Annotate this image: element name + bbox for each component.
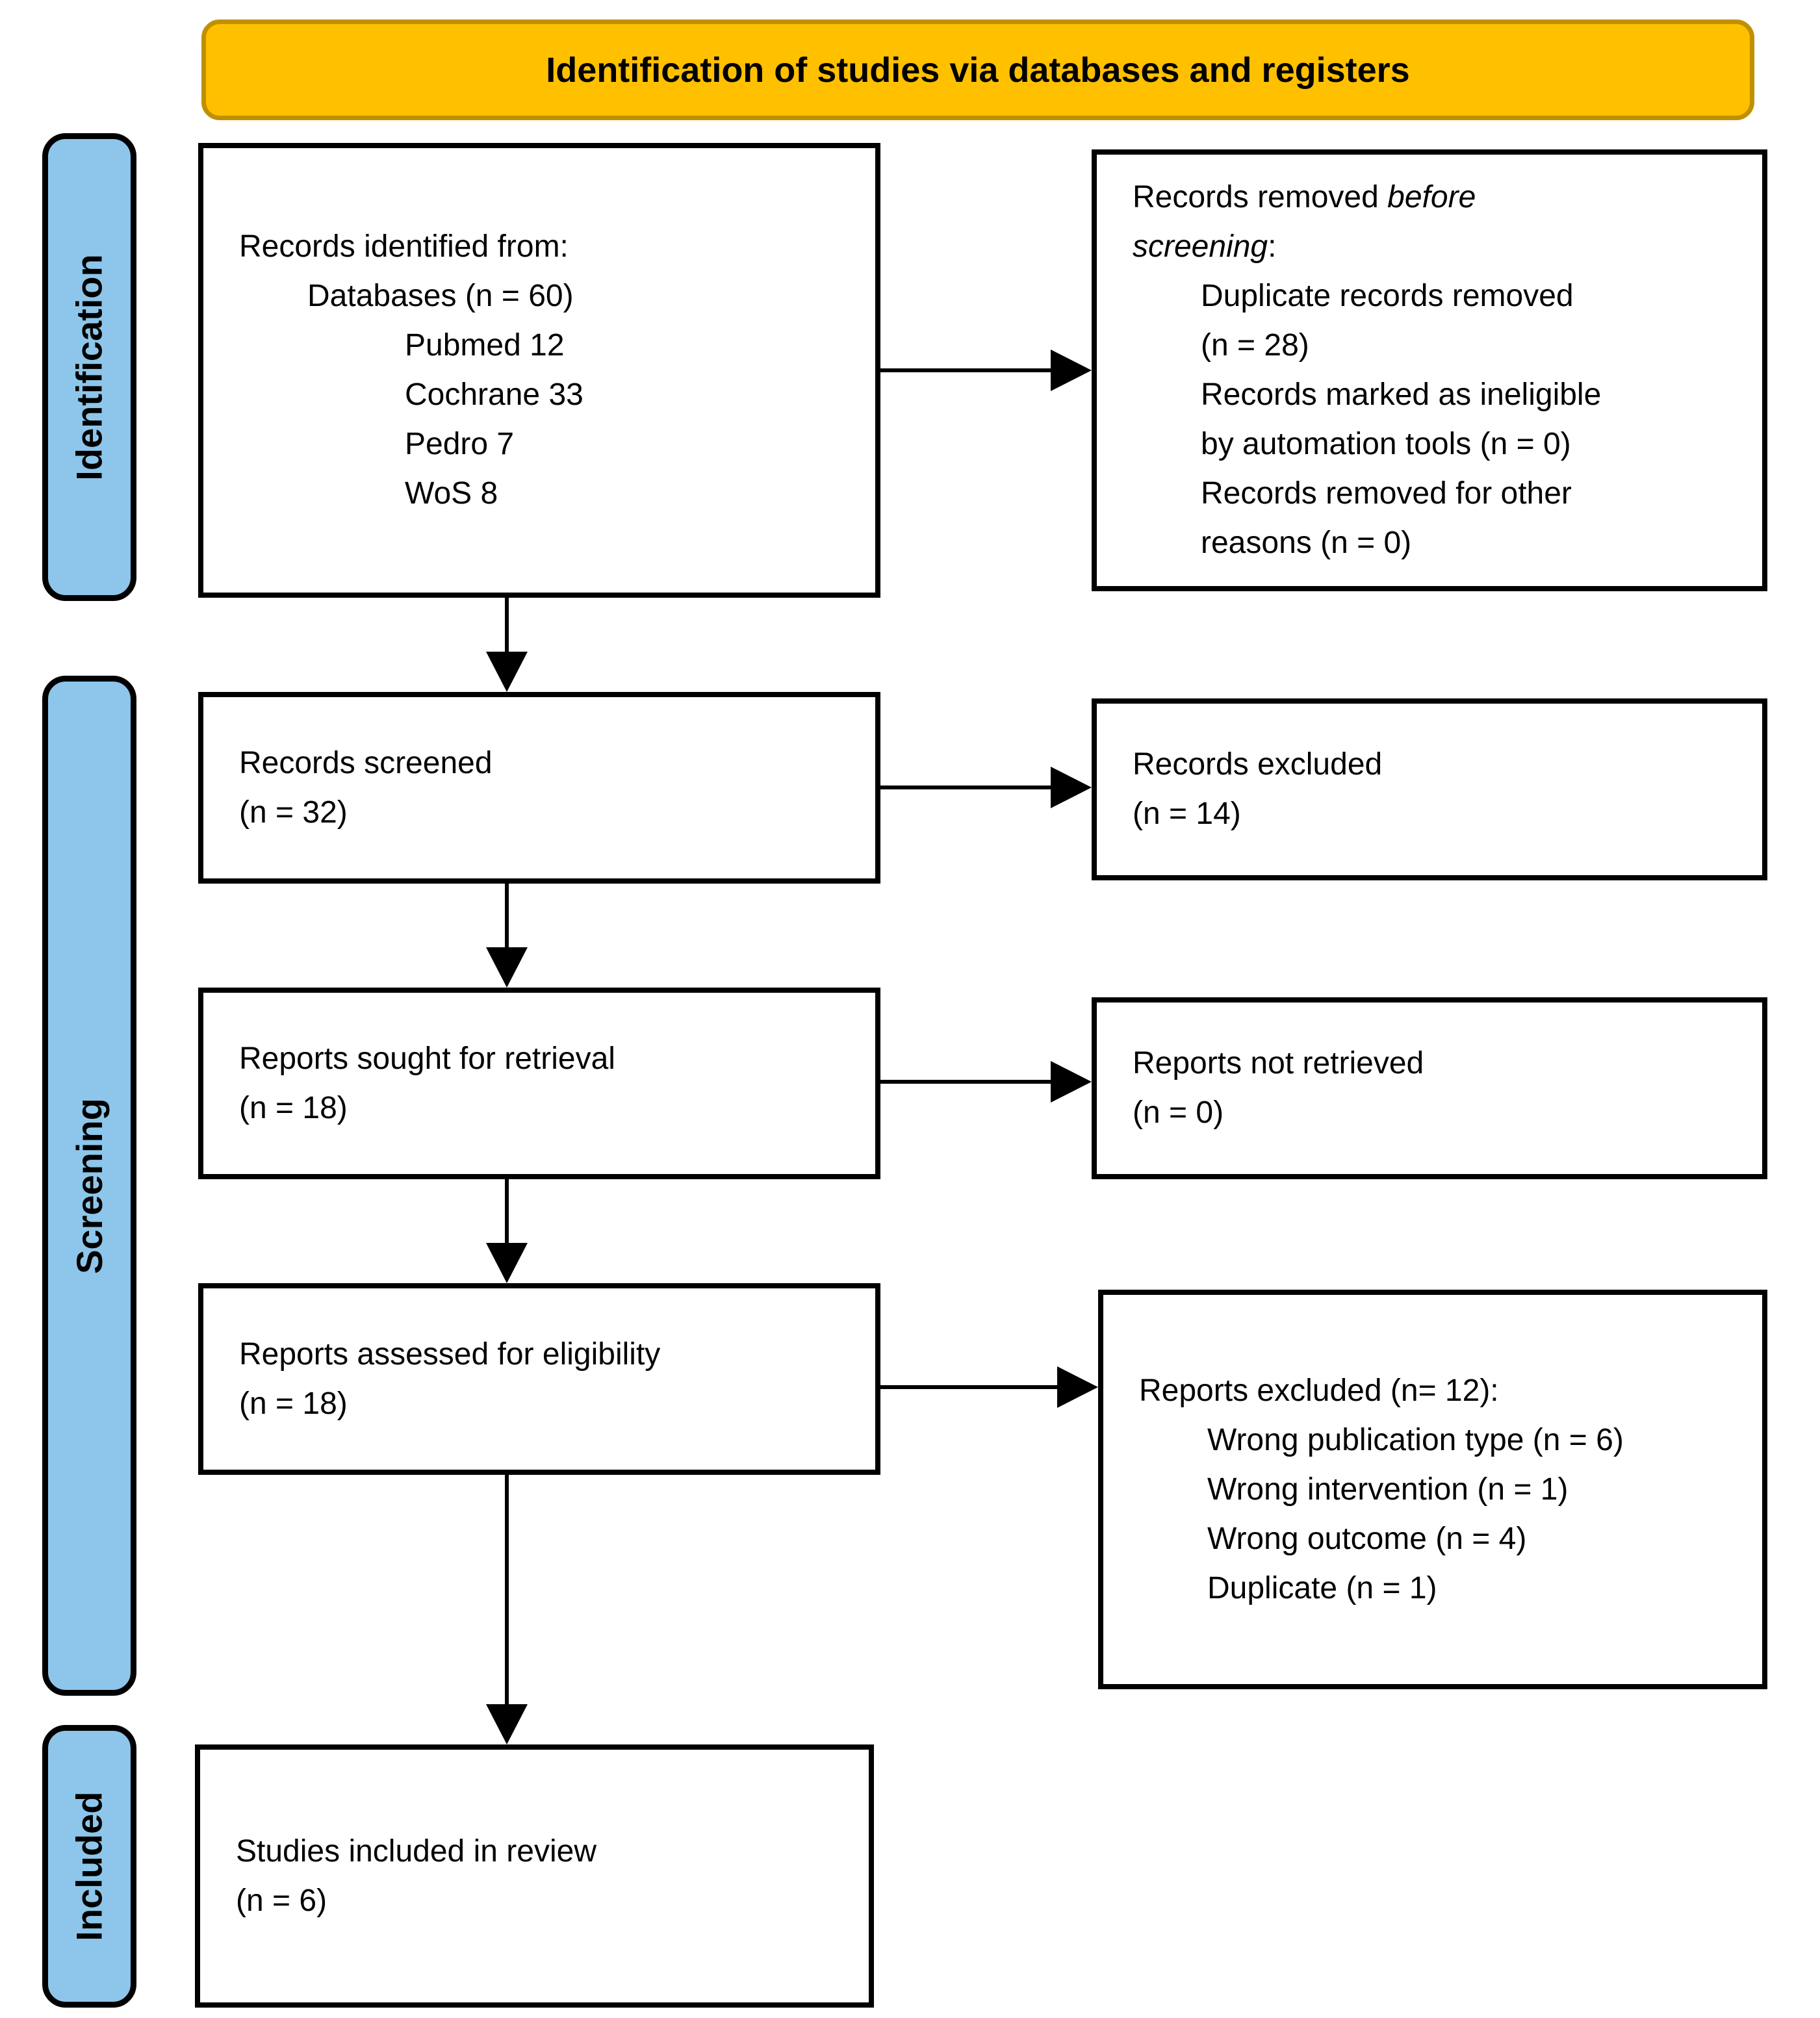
box-line: (n = 6) <box>236 1883 327 1918</box>
title-banner: Identification of studies via databases … <box>201 19 1754 120</box>
box-line: Records removed for other <box>1201 476 1572 511</box>
box-line: Studies included in review <box>236 1833 596 1869</box>
box-line: reasons (n = 0) <box>1201 526 1412 560</box>
box-line: Wrong outcome (n = 4) <box>1207 1521 1527 1556</box>
box-line: (n = 18) <box>239 1386 348 1421</box>
stage-label-identification-text: Identification <box>69 253 110 481</box>
box-line: Reports assessed for eligibility <box>239 1336 661 1372</box>
box-line: Cochrane 33 <box>405 377 583 412</box>
box-records-excluded: Records excluded (n = 14) <box>1092 698 1767 880</box>
box-line: Records identified from: <box>239 229 569 264</box>
stage-label-included: Included <box>42 1725 136 2008</box>
box-line: Records excluded <box>1133 747 1383 782</box>
arrow-identified-to-screened <box>486 598 528 692</box>
box-line: Wrong publication type (n = 6) <box>1207 1422 1624 1457</box>
box-records-identified: Records identified from: Databases (n = 6… <box>198 143 880 598</box>
box-line: WoS 8 <box>405 476 498 511</box>
box-records-removed-before-screening: Records removed before screening: Duplicat… <box>1092 149 1767 591</box>
arrow-assessed-to-included <box>486 1475 528 1744</box>
stage-label-identification: Identification <box>42 133 136 601</box>
box-reports-excluded: Reports excluded (n= 12): Wrong publicati… <box>1098 1290 1767 1689</box>
stage-label-screening-text: Screening <box>69 1097 110 1274</box>
box-line: (n = 28) <box>1201 328 1309 363</box>
title-banner-label: Identification of studies via databases … <box>546 50 1410 90</box>
box-line: Records screened <box>239 745 493 780</box>
box-line: Pubmed 12 <box>405 328 565 363</box>
box-line: Reports sought for retrieval <box>239 1041 615 1076</box>
arrow-screened-to-excluded <box>880 767 1092 808</box>
box-line: Reports not retrieved <box>1133 1046 1424 1080</box>
box-line: Duplicate records removed <box>1201 279 1574 313</box>
box-line: screening: <box>1133 229 1277 264</box>
arrow-sought-to-assessed <box>486 1179 528 1283</box>
arrow-sought-to-not-retrieved <box>880 1061 1092 1103</box>
box-line: Databases (n = 60) <box>307 279 574 313</box>
arrow-identified-to-removed <box>880 350 1092 391</box>
box-line: (n = 18) <box>239 1090 348 1125</box>
stage-label-screening: Screening <box>42 676 136 1696</box>
box-line: Records marked as ineligible <box>1201 377 1602 412</box>
stage-label-included-text: Included <box>69 1791 110 1941</box>
box-line: Pedro 7 <box>405 427 515 461</box>
arrow-assessed-to-reports-excluded <box>880 1366 1098 1408</box>
box-line: Wrong intervention (n = 1) <box>1207 1472 1569 1507</box>
box-line: by automation tools (n = 0) <box>1201 427 1571 461</box>
arrow-screened-to-sought <box>486 884 528 988</box>
box-reports-assessed: Reports assessed for eligibility (n = 18) <box>198 1283 880 1475</box>
box-line: (n = 0) <box>1133 1095 1224 1130</box>
box-line: Records removed before <box>1133 180 1476 214</box>
box-line: (n = 14) <box>1133 797 1241 831</box>
box-reports-not-retrieved: Reports not retrieved (n = 0) <box>1092 997 1767 1179</box>
box-records-screened: Records screened (n = 32) <box>198 692 880 884</box>
box-line: Reports excluded (n= 12): <box>1139 1373 1499 1408</box>
box-line: (n = 32) <box>239 795 348 830</box>
box-studies-included: Studies included in review (n = 6) <box>195 1744 874 2008</box>
box-line: Duplicate (n = 1) <box>1207 1570 1437 1605</box>
box-reports-sought: Reports sought for retrieval (n = 18) <box>198 988 880 1179</box>
